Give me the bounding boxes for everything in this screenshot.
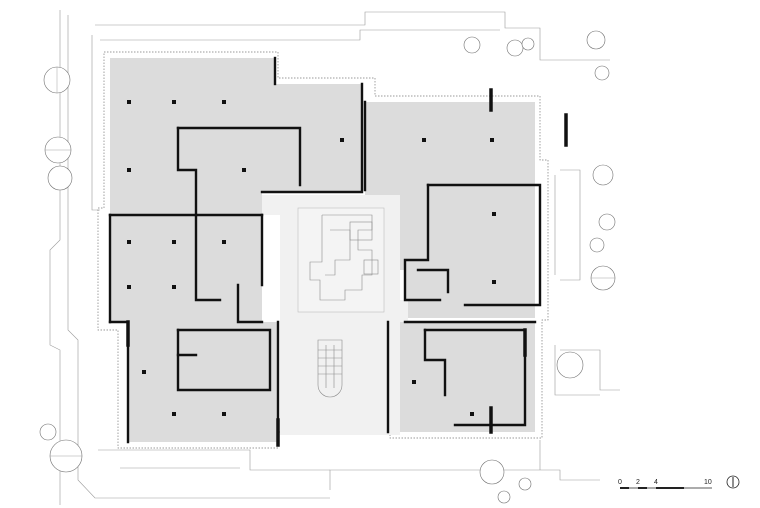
room-southwest [128,322,278,442]
scale-tick-10: 10 [704,479,712,486]
building-outline [97,51,549,449]
north-arrow-icon [726,475,740,489]
ramp [317,339,343,398]
walls [108,56,568,447]
scale-tick-0: 0 [618,479,622,486]
scale-bar: 0 2 4 10 [618,479,712,489]
central-hall [262,195,408,435]
interior-spaces [110,58,535,442]
room-northeast [365,102,535,318]
site-context-lines [49,10,620,505]
scale-tick-4: 4 [654,479,658,486]
columns [127,100,496,416]
room-southeast [388,322,535,432]
trees [39,30,616,504]
scale-tick-2: 2 [636,479,640,486]
